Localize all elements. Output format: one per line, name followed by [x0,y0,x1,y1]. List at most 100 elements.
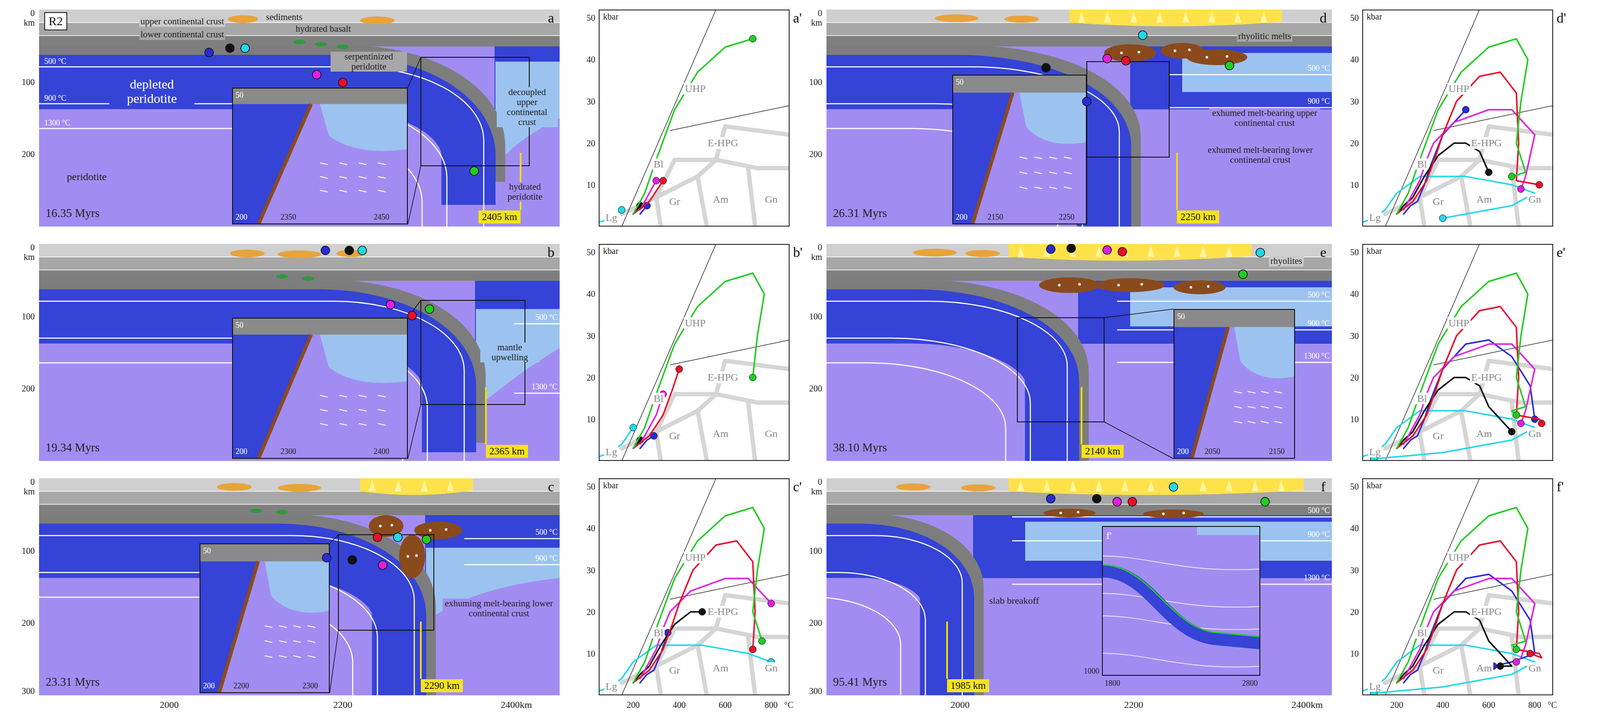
pt-marker [1517,185,1525,193]
marker-dot [1118,247,1127,256]
flow-arrow [278,655,287,658]
coesite-line [669,105,790,131]
flow-arrow [1261,406,1269,408]
model-panel [606,478,1332,717]
melt-speck [1206,285,1210,288]
distance-box: 2405 km [478,210,521,224]
marker-dot [425,304,434,314]
facies-boundary [697,628,790,645]
pt-marker [1496,662,1504,670]
label: 100 [21,77,35,87]
inset-slab [1173,326,1229,459]
inset-mantle [232,87,408,225]
flow-arrow [278,640,287,643]
rhyolitic-melt [1069,9,1282,27]
pt-marker [659,177,667,184]
sediment [913,248,957,257]
label: 40 [1350,54,1359,65]
flow-arrow [1034,157,1043,159]
label: 2150 [987,213,1004,222]
pt-frame [1362,478,1553,695]
zoom-line [1086,61,1088,75]
sediment [965,249,1000,257]
lower-crust [39,491,560,505]
label: 16.35 Myrs [45,206,100,220]
lithosphere-crust [39,35,560,47]
label: 900 °C [1307,97,1330,106]
label: 50 [586,13,596,23]
sediment [934,14,979,23]
label: 200 [1390,699,1404,710]
label: 23.31 Myrs [45,675,100,689]
label: 2400km [500,699,532,710]
label: 50 [1177,312,1185,322]
pt-marker [652,177,660,184]
zoom-box [1017,317,1105,422]
label: km [810,486,823,496]
inset [232,87,408,225]
label: exhumed melt-bearing upper continental c… [1209,108,1321,128]
pt-marker [1512,411,1520,419]
pt-ground [1362,243,1554,461]
label: 100 [809,311,823,322]
flow-arrow [339,423,348,426]
pt-marker [1512,658,1520,666]
pt-ground [598,243,790,461]
inset-mantle [1173,308,1296,459]
melt-bearing-crust [1039,277,1100,293]
flow-arrow [293,655,302,658]
melt-speck [1188,48,1191,52]
distance-box: 1985 km [947,678,990,692]
label: Gr [667,664,682,676]
pt-path [1403,573,1535,683]
flow-arrow [293,625,302,628]
facies-boundary [697,159,790,177]
label: 0 [817,242,823,253]
label: Gn [1527,427,1543,440]
node-text: 2405 km [481,211,518,223]
label: 200 [21,617,35,628]
pt-panel [598,9,790,227]
label: 30 [1350,331,1359,341]
inset-melt [1191,326,1229,459]
flow-arrow [377,176,386,179]
facies-boundary [1419,431,1425,461]
label: Gn [763,193,779,205]
distance-box: 2290 km [420,678,463,692]
label: 20 [1350,372,1359,383]
label: d' [1556,10,1567,26]
flow-arrow [377,162,386,165]
marker-dot [322,553,332,562]
label: 30 [1350,565,1359,575]
facies-boundary [1419,393,1480,432]
inset [1101,525,1261,676]
mantle [39,478,560,696]
label: Gn [763,427,779,440]
isotherm [514,392,560,394]
label: 1300 °C [44,118,71,128]
distance-line [1176,152,1178,210]
flow-arrow [1063,171,1072,174]
melt-bearing-crust [1173,280,1226,295]
marker-dot [386,300,395,309]
label: km [23,252,35,262]
melt-channel [1199,479,1207,492]
hydrated-basalt [293,39,306,45]
gradient-line [621,9,716,227]
pt-path [1403,109,1535,210]
marker-dot [204,48,214,57]
pt-panel [1362,9,1554,227]
melt-speck [1140,282,1144,286]
sediment [960,484,996,492]
layer-line [826,503,1332,505]
label: c [547,478,555,495]
label: 2150 [1268,447,1285,456]
flow-arrow [1034,171,1043,174]
inset-border [232,88,408,224]
melt-channel [1104,11,1112,23]
inset-isotherm [1101,652,1261,667]
facies-boundary [1419,628,1480,666]
label: 2300 [302,681,319,691]
upper-crust [39,9,560,23]
facies-boundary [697,393,790,411]
